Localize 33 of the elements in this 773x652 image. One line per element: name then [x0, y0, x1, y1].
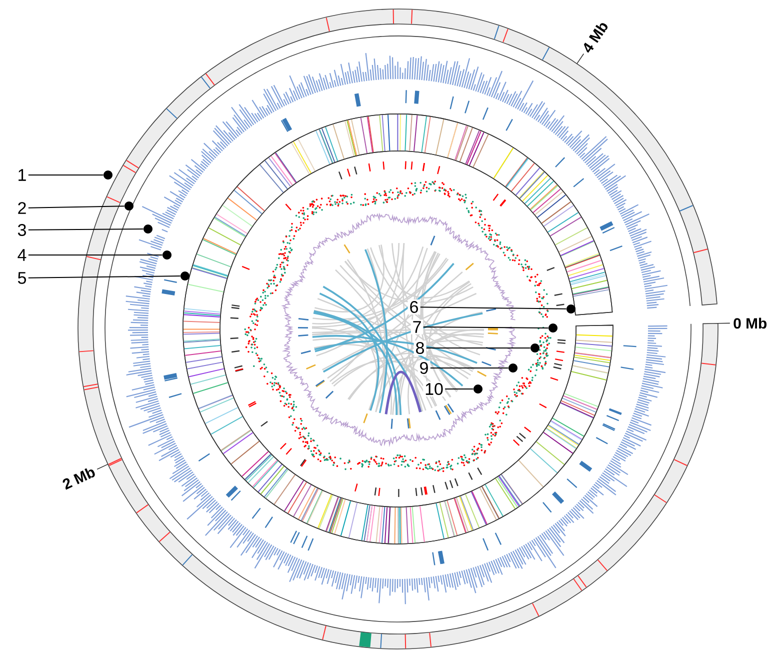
- callout-number: 10: [423, 382, 445, 396]
- callout-dot: [566, 304, 576, 314]
- leader-line: [28, 254, 163, 256]
- callout-dot: [508, 363, 518, 372]
- callout-number: 9: [418, 360, 430, 376]
- callout-number: 1: [16, 168, 28, 182]
- leader-line: [28, 206, 125, 208]
- leader-line: [28, 174, 104, 176]
- scale-label: 2 Mb: [62, 468, 95, 490]
- callout-dot: [548, 323, 558, 332]
- leader-line: [430, 367, 509, 368]
- callout-dot: [474, 384, 482, 394]
- callout-number: 6: [408, 300, 420, 314]
- callout-number: 8: [414, 340, 426, 356]
- leader-line: [28, 276, 181, 278]
- scale-label: 0 Mb: [734, 318, 767, 329]
- scale-label: 4 Mb: [584, 23, 608, 53]
- callout-number: 3: [16, 222, 28, 238]
- leader-line: [420, 306, 567, 310]
- callout-number: 2: [16, 200, 28, 216]
- callout-dot: [144, 224, 152, 234]
- callout-dot: [180, 271, 190, 280]
- callout-number: 7: [410, 320, 424, 334]
- callout-number: 5: [16, 270, 28, 286]
- leader-line: [28, 228, 144, 230]
- callout-number: 4: [16, 248, 28, 262]
- leader-line: [426, 347, 531, 348]
- callout-dot: [124, 201, 134, 210]
- callout-dot: [162, 250, 172, 260]
- leader-line: [444, 388, 474, 390]
- callout-dot: [530, 343, 540, 352]
- leader-line: [422, 326, 549, 328]
- callout-dot: [104, 170, 112, 180]
